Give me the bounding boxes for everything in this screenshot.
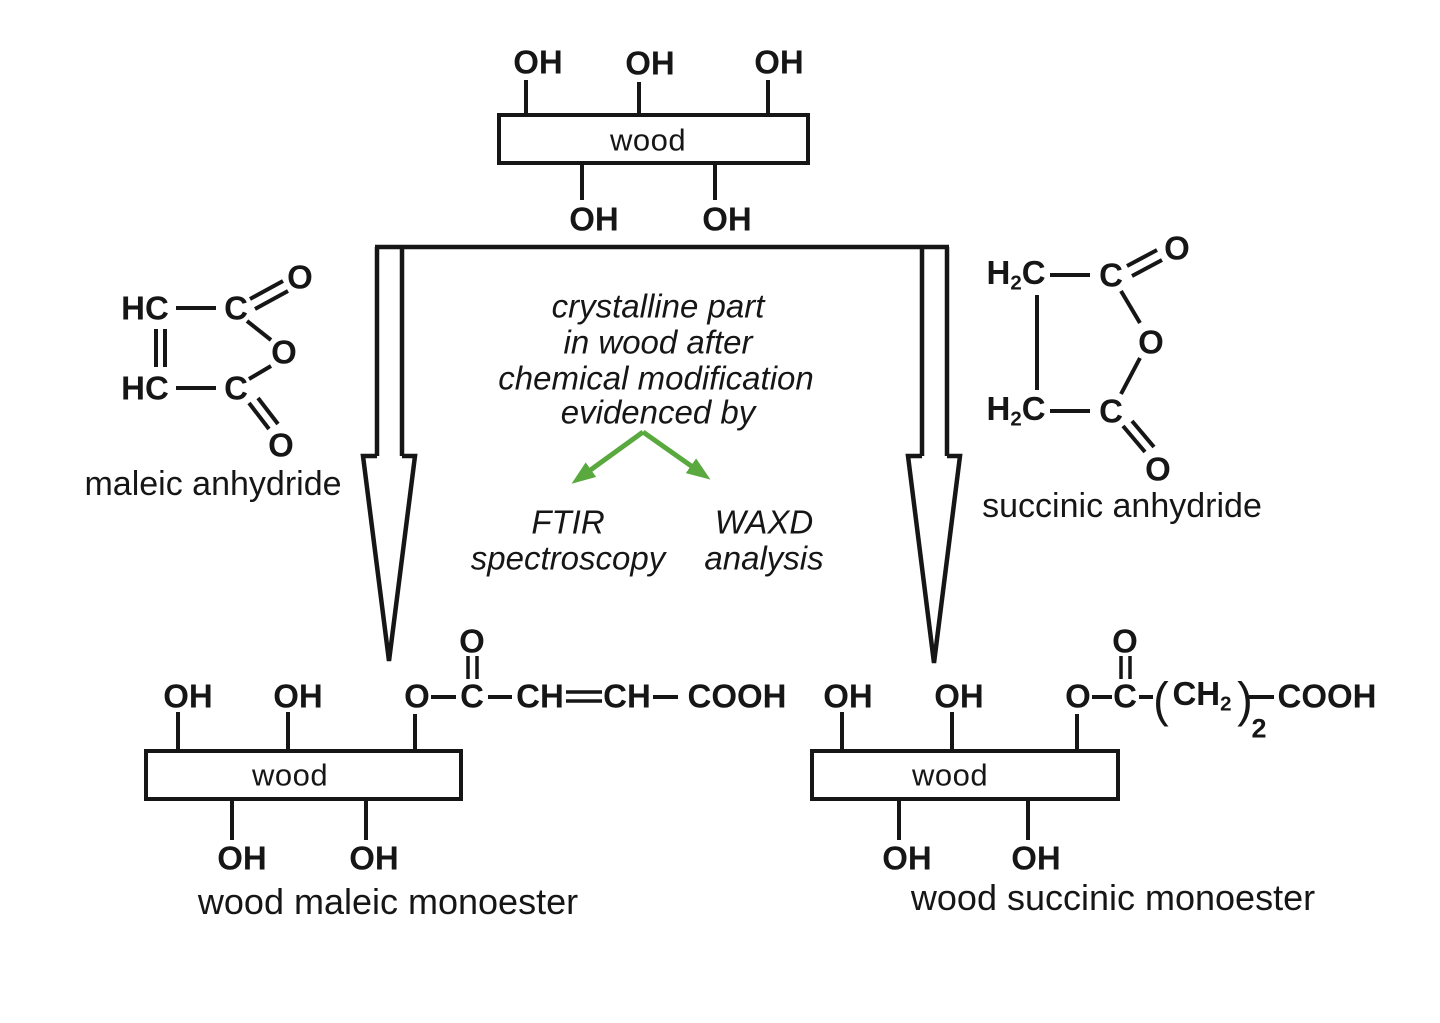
green-method-arrows [571,429,711,484]
hydroxyl-label: OH [1011,839,1061,877]
center-caption-line2: in wood after [563,323,753,361]
carbonyl-oxygen: O [1112,622,1138,660]
succinic-product-label: wood succinic monoester [910,877,1316,918]
hydroxyl-label: OH [569,200,619,238]
wood-label-maleic-product: wood [251,757,329,793]
atom-hc: HC [121,289,169,327]
chain-ch2: CH2 [1172,674,1232,716]
hydroxyl-label: OH [823,677,873,715]
hydroxyl-label: OH [882,839,932,877]
atom-hc: HC [121,369,169,407]
ester-oxygen: O [1065,677,1091,715]
hydroxyl-label: OH [754,43,804,81]
center-caption-line1: crystalline part [551,287,765,325]
maleic-product-label: wood maleic monoester [197,881,579,922]
ftir-label-line2: spectroscopy [470,539,666,577]
carbonyl-oxygen: O [268,426,294,464]
wood-label-top: wood [609,122,687,158]
waxd-label-line2: analysis [704,539,824,577]
wood-box-maleic-product [144,749,463,801]
chain-carbon: C [1113,677,1137,715]
carbonyl-oxygen: O [287,258,313,296]
arrow-to-waxd [641,429,711,480]
arrow-to-ftir [571,429,645,484]
maleic-anhydride-bonds [154,279,289,431]
chain-cooh: COOH [1277,677,1377,715]
ftir-label-line1: FTIR [531,503,605,541]
wood-box-succinic-product [810,749,1120,801]
atom-c: C [224,369,248,407]
down-arrowhead-left [360,453,418,662]
hydroxyl-label: OH [625,44,675,82]
chain-ch: CH [603,677,651,715]
atom-h2c: H2C [986,253,1046,295]
hydroxyl-label: OH [349,839,399,877]
carbonyl-oxygen: O [1164,229,1190,267]
chain-carbon: C [460,677,484,715]
center-caption-line3: chemical modification [498,359,814,397]
paren-open: ( [1153,671,1169,727]
hydroxyl-label: OH [217,839,267,877]
wood-label-succinic-product: wood [911,757,989,793]
atom-c: C [1099,256,1123,294]
hydroxyl-label: OH [163,677,213,715]
wood-box-top [497,113,810,165]
chain-subscript-2: 2 [1251,713,1267,744]
carbonyl-oxygen: O [1145,450,1171,488]
carbonyl-oxygen: O [459,622,485,660]
ring-oxygen: O [271,333,297,371]
atom-c: C [224,289,248,327]
down-arrowhead-right [905,453,963,664]
ester-oxygen: O [404,677,430,715]
chain-cooh: COOH [687,677,787,715]
paren-close: ) [1237,671,1253,727]
chain-ch: CH [516,677,564,715]
maleic-anhydride-label: maleic anhydride [84,465,342,503]
waxd-label-line1: WAXD [714,503,814,541]
hydroxyl-label: OH [513,43,563,81]
ring-oxygen: O [1138,323,1164,361]
hydroxyl-label: OH [702,200,752,238]
center-caption-line4: evidenced by [560,393,756,431]
atom-h2c: H2C [986,389,1046,431]
atom-c: C [1099,392,1123,430]
succinic-anhydride-label: succinic anhydride [982,487,1262,525]
hydroxyl-label: OH [934,677,984,715]
hydroxyl-label: OH [273,677,323,715]
